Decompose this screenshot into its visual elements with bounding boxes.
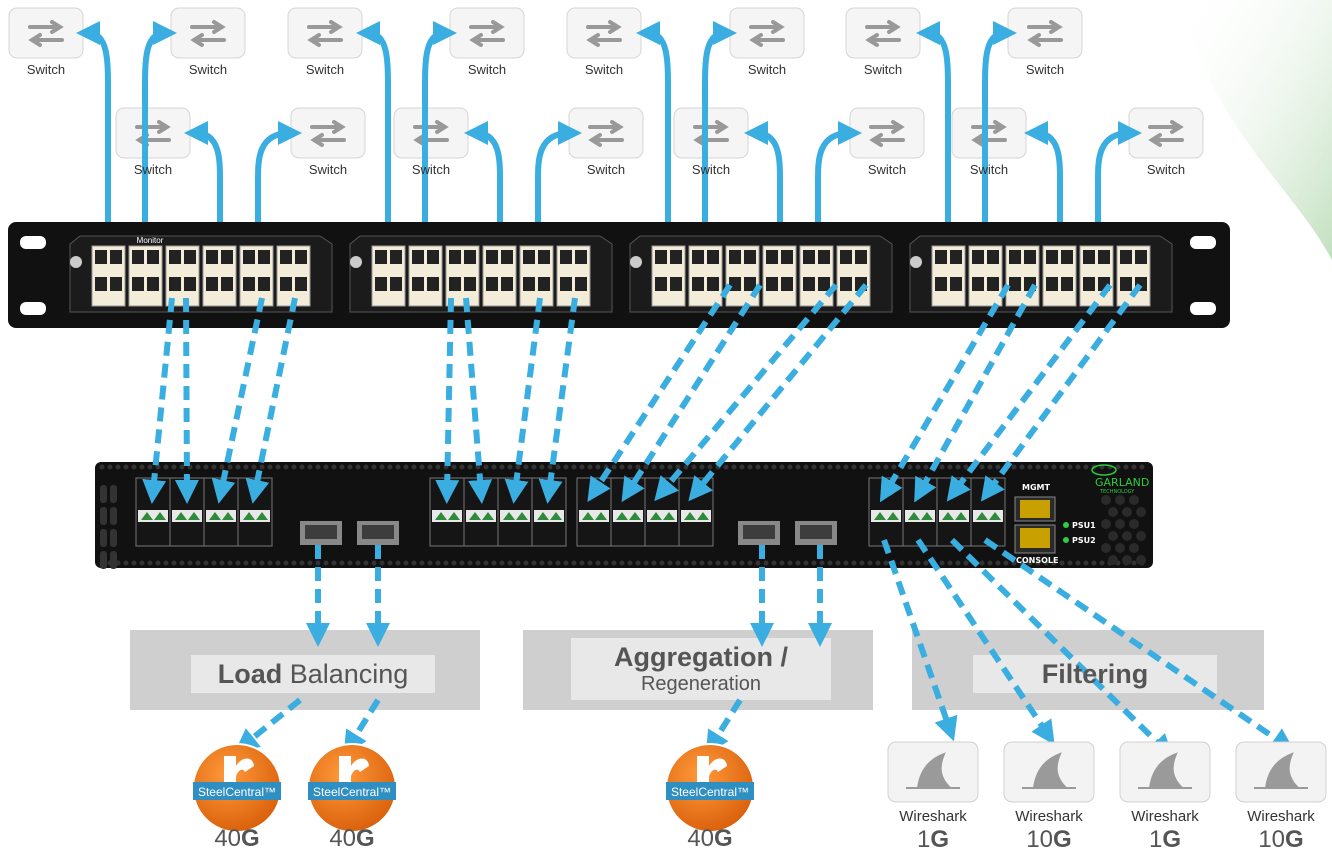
- tap-panel: [8, 222, 1230, 328]
- switch-label: Switch: [188, 62, 228, 77]
- tap-module: [629, 235, 893, 313]
- switch-label: Switch: [969, 162, 1009, 177]
- load-balancing-title: Load Balancing: [191, 655, 435, 693]
- steelcentral-name: SteelCentral™: [313, 785, 391, 799]
- steelcentral-icon: SteelCentral™: [192, 743, 282, 833]
- switch-label: Switch: [1146, 162, 1186, 177]
- load-balancing-rest: Balancing: [282, 658, 409, 689]
- sfp-block: [135, 477, 273, 547]
- switch-icon: [8, 7, 84, 59]
- mgmt-label: MGMT: [1022, 483, 1050, 492]
- filtering-title: Filtering: [973, 655, 1217, 693]
- tool-speed: 40G: [687, 825, 733, 852]
- link-group: [76, 21, 1142, 275]
- steelcentral-icon: SteelCentral™: [665, 743, 755, 833]
- switch-icon: [568, 107, 644, 159]
- aggregation-line1: Aggregation /: [614, 642, 788, 672]
- background-leaf: [1180, 0, 1332, 260]
- switch-icon: [449, 7, 525, 59]
- wireshark-icon: [1119, 741, 1211, 803]
- switch-label: Switch: [133, 162, 173, 177]
- steelcentral-name: SteelCentral™: [671, 785, 749, 799]
- switch-label: Switch: [586, 162, 626, 177]
- switch-icon: [566, 7, 642, 59]
- wireshark-label: Wireshark: [1247, 808, 1315, 825]
- wireshark-label: Wireshark: [1131, 808, 1199, 825]
- tool-speed: 10G: [1026, 826, 1072, 853]
- tap-module: [69, 235, 333, 313]
- switch-icon: [1128, 107, 1204, 159]
- switch-label: Switch: [411, 162, 451, 177]
- tool-speed: 1G: [1148, 826, 1182, 853]
- packet-broker: [95, 462, 1153, 569]
- switch-icon: [845, 7, 921, 59]
- switch-label: Switch: [691, 162, 731, 177]
- sfp-block: [868, 477, 1006, 547]
- tool-speed: 40G: [329, 825, 375, 852]
- aggregation-title: Aggregation / Regeneration: [571, 638, 831, 700]
- switch-icon: [673, 107, 749, 159]
- switch-icon: [393, 107, 469, 159]
- switch-icon: [849, 107, 925, 159]
- switch-icon: [170, 7, 246, 59]
- wireshark-icon: [1235, 741, 1327, 803]
- psu2-label: PSU2: [1072, 536, 1096, 545]
- switch-label: Switch: [584, 62, 624, 77]
- switch-label: Switch: [467, 62, 507, 77]
- brand-sub: TECHNOLOGY: [1100, 489, 1135, 495]
- wireshark-icon: [1003, 741, 1095, 803]
- tap-module: [349, 235, 613, 313]
- steelcentral-name: SteelCentral™: [198, 785, 276, 799]
- wireshark-icon: [887, 741, 979, 803]
- switch-label: Switch: [305, 62, 345, 77]
- switch-group: [8, 7, 1204, 159]
- switch-icon: [290, 107, 366, 159]
- psu1-label: PSU1: [1072, 521, 1096, 530]
- wireshark-label: Wireshark: [899, 808, 967, 825]
- aggregation-line2: Regeneration: [640, 673, 762, 695]
- load-balancing-bold: Load: [217, 658, 283, 689]
- switch-label: Switch: [308, 162, 348, 177]
- switch-label: Switch: [1025, 62, 1065, 77]
- switch-label: Switch: [867, 162, 907, 177]
- switch-label: Switch: [747, 62, 787, 77]
- tool-speed: 1G: [916, 826, 950, 853]
- tap-monitor-label: Monitor: [136, 236, 164, 245]
- switch-icon: [1007, 7, 1083, 59]
- wireshark-label: Wireshark: [1015, 808, 1083, 825]
- steelcentral-icon: SteelCentral™: [307, 743, 397, 833]
- switch-label: Switch: [863, 62, 903, 77]
- tap-module: [909, 235, 1173, 313]
- switch-icon: [115, 107, 191, 159]
- filtering-bold: Filtering: [1041, 658, 1149, 689]
- switch-icon: [287, 7, 363, 59]
- switch-icon: [951, 107, 1027, 159]
- brand-logo: GARLAND: [1095, 476, 1150, 489]
- switch-label: Switch: [26, 62, 66, 77]
- tool-speed: 40G: [214, 825, 260, 852]
- switch-icon: [729, 7, 805, 59]
- tool-speed: 10G: [1258, 826, 1304, 853]
- console-label: CONSOLE: [1016, 556, 1059, 565]
- sfp-block: [429, 477, 567, 547]
